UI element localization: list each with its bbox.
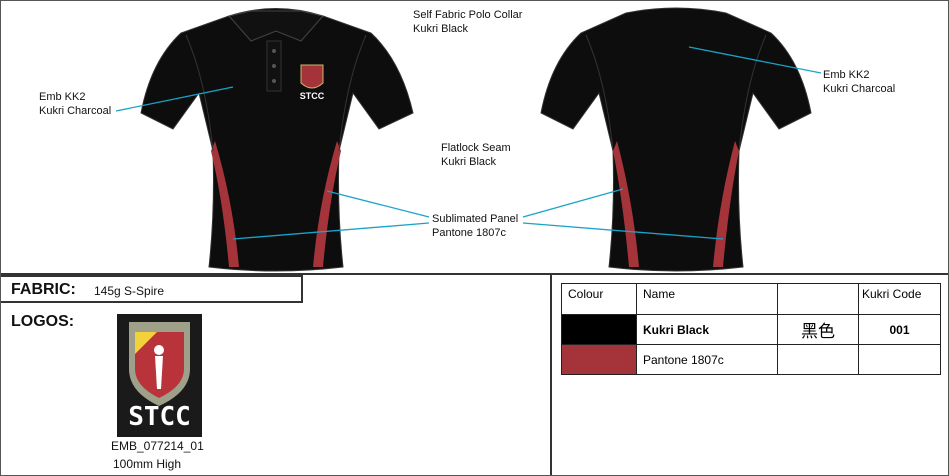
chest-crest: [300, 64, 324, 89]
note-line: Flatlock Seam: [441, 142, 511, 154]
note-line: Emb KK2: [823, 69, 870, 81]
fabric-label: FABRIC:: [11, 281, 76, 298]
logo-code: EMB_077214_01: [111, 439, 204, 453]
fabric-box: [1, 275, 303, 303]
note-line: Emb KK2: [39, 91, 86, 103]
colour-name: Pantone 1807c: [636, 344, 778, 375]
note-line: Kukri Black: [413, 23, 469, 35]
leader-lines: [115, 46, 822, 240]
colour-name: Kukri Black: [636, 314, 778, 345]
note-line: Self Fabric Polo Collar: [413, 9, 523, 21]
colour-swatch: [561, 314, 637, 345]
logo-size: 100mm High: [113, 457, 182, 471]
header-blank: [777, 283, 859, 315]
colour-swatch: [561, 344, 637, 375]
divider: [550, 273, 552, 475]
colour-code: 001: [858, 314, 941, 345]
colour-chinese: [777, 344, 859, 375]
header-name: Name: [636, 283, 778, 315]
note-line: Sublimated Panel: [432, 213, 519, 225]
crest-icon: [129, 322, 190, 406]
front-right-panel: [313, 141, 341, 267]
front-left-panel: [211, 141, 239, 267]
colour-table: Colour Name Kukri Code Kukri Black 黑色 00…: [561, 283, 941, 375]
table-row: Kukri Black 黑色 001: [561, 314, 941, 345]
note-line: Kukri Charcoal: [823, 83, 896, 95]
table-row: Pantone 1807c: [561, 344, 941, 375]
chest-logo-text: STCC: [300, 91, 325, 101]
school-logo: STCC: [117, 314, 202, 437]
garment-drawings: STCC: [115, 7, 822, 272]
colour-code: [858, 344, 941, 375]
note-line: Kukri Charcoal: [39, 105, 112, 117]
table-header-row: Colour Name Kukri Code: [561, 283, 941, 315]
note-line: Kukri Black: [441, 156, 497, 168]
divider: [1, 273, 948, 275]
logo-text: STCC: [128, 402, 191, 432]
note-line: Pantone 1807c: [432, 227, 507, 239]
back-shirt: [540, 7, 812, 272]
colour-chinese: 黑色: [777, 314, 859, 345]
logos-label: LOGOS:: [11, 313, 75, 330]
front-shirt: [140, 8, 414, 272]
header-code: Kukri Code: [858, 283, 941, 315]
fabric-value: 145g S-Spire: [94, 284, 165, 298]
header-colour: Colour: [561, 283, 637, 315]
